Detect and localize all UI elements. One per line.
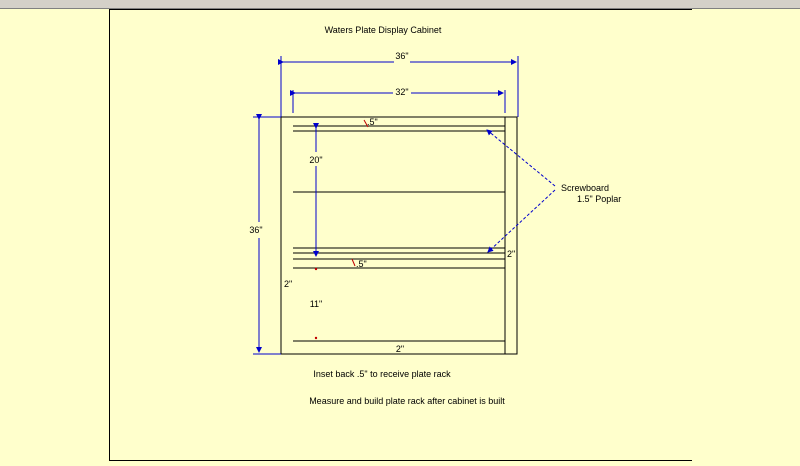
inner-width-dimension	[290, 90, 506, 113]
drawing-page	[109, 9, 692, 461]
drawing-title: Waters Plate Display Cabinet	[325, 25, 442, 35]
note-plate-rack: Measure and build plate rack after cabin…	[309, 396, 505, 406]
callout-poplar: 1.5" Poplar	[577, 194, 621, 204]
callout-screwboard: Screwboard	[561, 183, 609, 193]
side-right-label: 2"	[507, 249, 515, 259]
shelf-top-marker	[363, 119, 369, 128]
window-top-bar	[0, 0, 800, 9]
note-inset-back: Inset back .5" to receive plate rack	[313, 369, 451, 379]
shelf-mid-marker	[351, 258, 356, 267]
side-left-label: 2"	[284, 279, 292, 289]
shelf-top-label: .5"	[367, 117, 378, 127]
shelf-mid-label: .5"	[356, 259, 367, 269]
height-dimension	[253, 114, 281, 355]
bottom-label: 2"	[396, 344, 404, 354]
cabinet-outline	[280, 116, 518, 355]
screwboard-leader-lines	[486, 129, 556, 253]
outer-width-label: 36"	[395, 51, 408, 61]
outer-width-dimension	[278, 56, 519, 117]
lower-opening-marker-bottom	[314, 336, 318, 340]
lower-opening-marker-top	[314, 267, 318, 271]
upper-opening-label: 20"	[309, 155, 322, 165]
height-label: 36"	[249, 225, 262, 235]
inner-width-label: 32"	[395, 87, 408, 97]
lower-opening-label: 11"	[310, 299, 323, 309]
